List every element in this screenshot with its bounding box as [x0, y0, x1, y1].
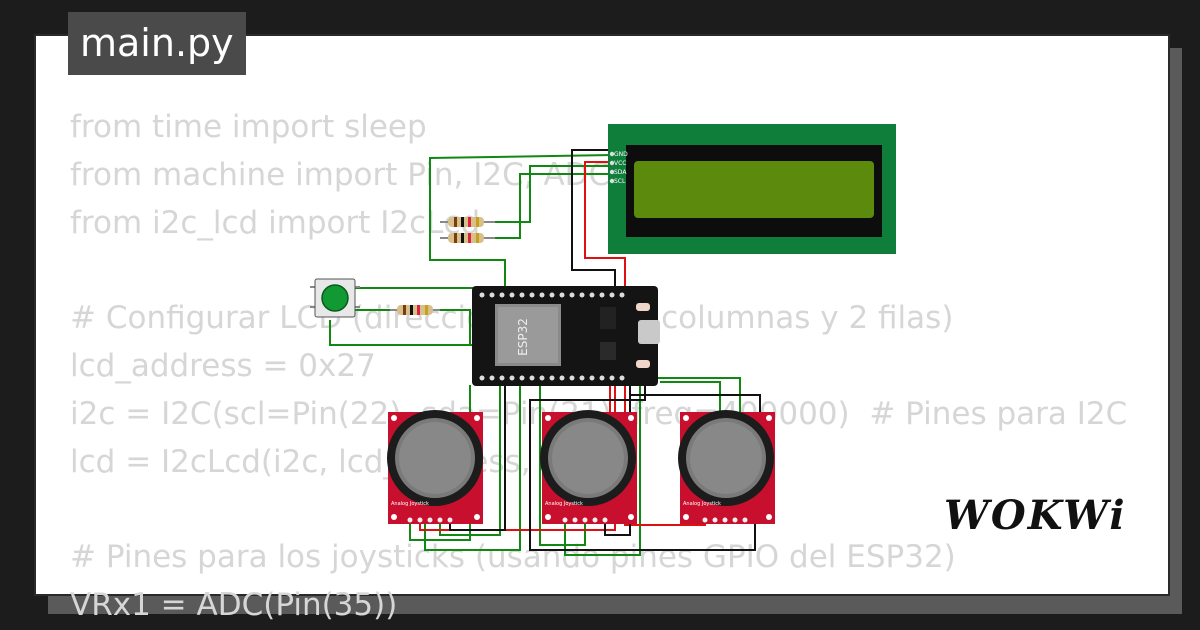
pushbutton[interactable]	[310, 278, 360, 318]
code-line: from time import sleep	[70, 109, 427, 145]
wire-green	[424, 385, 521, 551]
esp32-label: ESP32	[516, 318, 530, 356]
wire-green	[539, 385, 586, 546]
wire-green	[429, 154, 613, 295]
resistor[interactable]	[390, 305, 440, 315]
lcd-pin-label: GND	[614, 151, 628, 158]
lcd-pin-label: VCC	[614, 160, 626, 167]
joystick[interactable]: Analog Joystick	[387, 410, 483, 524]
resistor[interactable]	[440, 233, 495, 243]
pin-header-top	[479, 292, 625, 298]
wire-black	[449, 385, 506, 531]
joystick-label: Analog Joystick	[391, 501, 429, 507]
code-line: from machine import Pin, I2C, ADC	[70, 156, 611, 193]
lcd-pin-header	[609, 151, 615, 184]
lcd-pin-label: SDA	[614, 169, 627, 176]
lcd-pin-label: SCL	[614, 178, 626, 185]
resistor[interactable]	[440, 217, 495, 227]
wire-green	[329, 320, 475, 346]
esp32-board[interactable]: ESP32	[472, 286, 660, 386]
wire-green	[439, 385, 501, 536]
joystick[interactable]: Analog Joystick	[540, 410, 637, 524]
joystick[interactable]: Analog Joystick	[678, 410, 775, 524]
wire-green	[488, 173, 612, 239]
file-tab[interactable]: main.py	[68, 12, 246, 75]
joystick-label: Analog Joystick	[545, 501, 583, 507]
wire-black	[529, 385, 756, 551]
wire-green	[564, 385, 641, 556]
wokwi-logo: WOKWi	[944, 492, 1127, 539]
lcd-display[interactable]: GND VCC SDA SCL	[608, 124, 896, 254]
code-line: VRx1 = ADC(Pin(35))	[70, 586, 398, 623]
joystick-label: Analog Joystick	[683, 501, 721, 507]
pin-header-bottom	[479, 375, 625, 381]
code-line: lcd_address = 0x27	[70, 347, 376, 384]
wires	[329, 149, 761, 556]
